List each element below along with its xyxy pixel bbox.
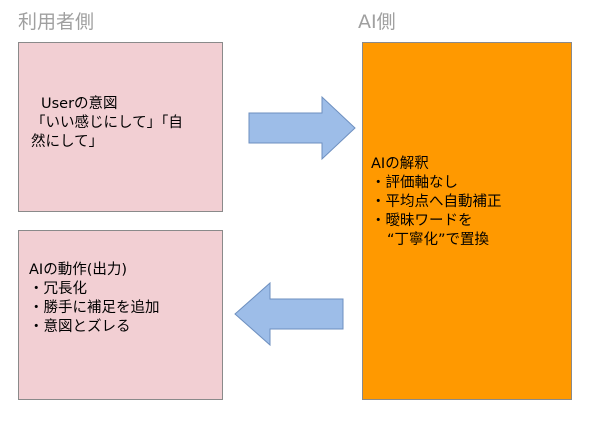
user-intent-text: Userの意図 「いい感じにして」「自 然にして」 <box>31 95 183 152</box>
arrow-right-icon <box>248 95 356 161</box>
ai-interpretation-continuation: “丁寧化”で置換 <box>387 232 490 248</box>
ai-action-item: ・勝手に補足を追加 <box>29 300 160 316</box>
ai-interpretation-box: AIの解釈 ・評価軸なし ・平均点へ自動補正 ・曖昧ワードを “丁寧化”で置換 <box>362 42 572 400</box>
user-intent-line-2: 「いい感じにして」「自 <box>31 115 183 131</box>
ai-interpretation-item: ・曖昧ワードを <box>371 213 473 229</box>
ai-interpretation-title: AIの解釈 <box>371 156 429 172</box>
user-intent-box: Userの意図 「いい感じにして」「自 然にして」 <box>18 42 223 212</box>
ai-interpretation-text: AIの解釈 ・評価軸なし ・平均点へ自動補正 ・曖昧ワードを “丁寧化”で置換 <box>371 155 502 250</box>
ai-action-text: AIの動作(出力) ・冗長化 ・勝手に補足を追加 ・意図とズレる <box>29 261 160 337</box>
ai-interpretation-item: ・評価軸なし <box>371 175 458 191</box>
arrow-left-icon <box>234 281 344 347</box>
user-intent-line-1: Userの意図 <box>41 96 118 112</box>
ai-action-item: ・冗長化 <box>29 281 87 297</box>
ai-interpretation-item: ・平均点へ自動補正 <box>371 194 502 210</box>
ai-action-box: AIの動作(出力) ・冗長化 ・勝手に補足を追加 ・意図とズレる <box>18 230 223 400</box>
user-intent-line-3: 然にして」 <box>31 134 104 150</box>
ai-action-item: ・意図とズレる <box>29 319 131 335</box>
ai-action-title: AIの動作(出力) <box>29 262 128 278</box>
user-side-heading: 利用者側 <box>18 11 95 33</box>
ai-side-heading: AI側 <box>358 11 396 33</box>
